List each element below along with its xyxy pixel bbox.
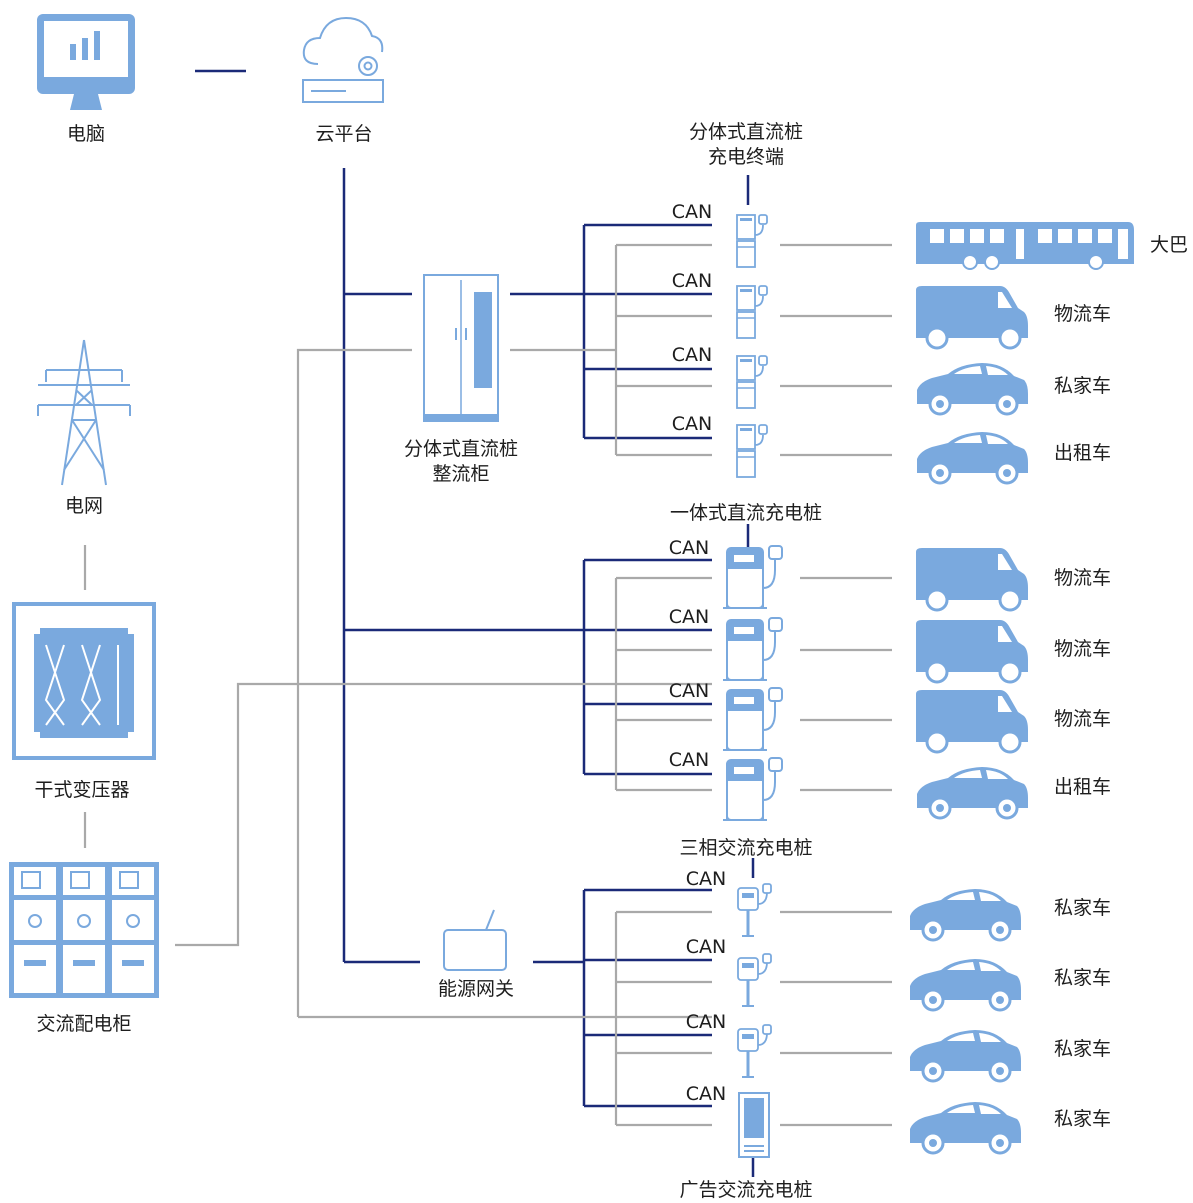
van-icon — [914, 618, 1030, 684]
split-dc-terminal-icon — [736, 285, 768, 339]
vehicle-label: 私家车 — [1054, 897, 1112, 919]
split-terminal-label: 分体式直流桩 充电终端 — [689, 120, 803, 170]
can-label: CAN — [668, 537, 710, 559]
bus-icon — [916, 222, 1134, 270]
ac-charger-icon — [736, 952, 773, 1008]
integrated-dc-charger-icon — [722, 687, 783, 751]
vehicle-label-bus: 大巴 — [1150, 234, 1189, 256]
rectifier-cabinet-icon — [423, 274, 499, 422]
can-label: CAN — [671, 201, 713, 223]
can-label: CAN — [685, 868, 727, 890]
vehicle-label: 私家车 — [1054, 967, 1112, 989]
split-dc-terminal-icon — [736, 214, 768, 268]
grid-label: 电网 — [64, 495, 104, 517]
split-dc-terminal-icon — [736, 355, 768, 409]
transformer-icon — [12, 602, 156, 760]
cloud-platform-label: 云平台 — [315, 123, 373, 145]
can-label: CAN — [685, 936, 727, 958]
van-icon — [914, 688, 1030, 754]
power-tower-icon — [37, 339, 131, 486]
vehicle-label: 出租车 — [1054, 442, 1112, 464]
ad-ac-label: 广告交流充电桩 — [679, 1179, 813, 1201]
ac-cabinet-label: 交流配电柜 — [36, 1013, 132, 1035]
car-icon — [908, 887, 1023, 942]
can-lines — [195, 69, 755, 1177]
rectifier-label-line1: 分体式直流桩 — [403, 438, 519, 460]
three-phase-ac-label: 三相交流充电桩 — [679, 837, 813, 859]
split-terminal-label-line2: 充电终端 — [707, 146, 785, 168]
vehicle-label: 私家车 — [1054, 375, 1112, 397]
can-label: CAN — [685, 1083, 727, 1105]
split-dc-terminal-icon — [736, 424, 768, 478]
van-icon — [914, 284, 1030, 350]
ac-cabinet-icon — [9, 862, 159, 998]
power-lines — [83, 243, 892, 1127]
car-icon — [915, 430, 1030, 485]
cloud-server-icon — [302, 16, 384, 103]
car-icon — [908, 957, 1023, 1012]
can-label: CAN — [685, 1011, 727, 1033]
rectifier-label: 分体式直流桩 整流柜 — [404, 437, 518, 487]
energy-gateway-icon — [443, 909, 507, 971]
computer-icon — [37, 14, 135, 110]
car-icon — [915, 361, 1030, 416]
can-label: CAN — [668, 749, 710, 771]
can-label: CAN — [671, 413, 713, 435]
can-label: CAN — [671, 270, 713, 292]
ac-charger-icon — [736, 882, 773, 938]
van-icon — [914, 546, 1030, 612]
transformer-label: 干式变压器 — [34, 779, 130, 801]
vehicle-label: 物流车 — [1054, 638, 1112, 660]
vehicle-label: 物流车 — [1054, 303, 1112, 325]
vehicle-label: 出租车 — [1054, 776, 1112, 798]
integrated-dc-label: 一体式直流充电桩 — [669, 502, 823, 524]
vehicle-label: 物流车 — [1054, 567, 1112, 589]
integrated-dc-charger-icon — [722, 757, 783, 821]
ad-ac-charger-icon — [738, 1092, 770, 1158]
car-icon — [908, 1100, 1023, 1155]
computer-label: 电脑 — [66, 123, 106, 145]
car-icon — [915, 765, 1030, 820]
can-label: CAN — [671, 344, 713, 366]
ac-charger-icon — [736, 1023, 773, 1079]
can-label: CAN — [668, 606, 710, 628]
car-icon — [908, 1028, 1023, 1083]
vehicle-label: 物流车 — [1054, 708, 1112, 730]
gateway-label: 能源网关 — [437, 978, 515, 1000]
vehicle-label: 私家车 — [1054, 1038, 1112, 1060]
split-terminal-label-line1: 分体式直流桩 — [688, 121, 804, 143]
rectifier-label-line2: 整流柜 — [432, 463, 490, 485]
vehicle-label: 私家车 — [1054, 1108, 1112, 1130]
integrated-dc-charger-icon — [722, 545, 783, 609]
can-label: CAN — [668, 680, 710, 702]
integrated-dc-charger-icon — [722, 617, 783, 681]
